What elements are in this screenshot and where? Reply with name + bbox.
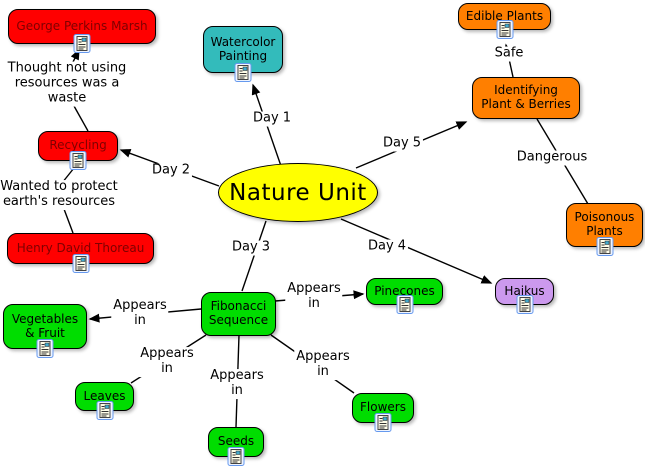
- node-leaves[interactable]: Leaves: [75, 382, 134, 420]
- node-label: Fibonacci Sequence: [208, 299, 269, 327]
- link-label-appears-in-flowers: Appears in: [294, 349, 352, 380]
- note-icon[interactable]: [516, 295, 533, 314]
- link-thought-to-recycling: [73, 105, 89, 132]
- node-label: Seeds: [217, 434, 255, 449]
- node-label: Vegetables & Fruit: [11, 311, 79, 340]
- node-label: Identifying Plant & Berries: [481, 83, 571, 111]
- node-label: Edible Plants: [465, 8, 544, 23]
- link-day3-to-fibonacci: [241, 220, 267, 292]
- node-label: George Perkins Marsh: [16, 18, 148, 33]
- link-label-day-3: Day 3: [229, 239, 273, 256]
- link-label-appears-in-leaves: Appears in: [138, 346, 196, 377]
- link-label-day-1: Day 1: [250, 110, 294, 127]
- note-icon[interactable]: [227, 447, 245, 466]
- link-label-day-4: Day 4: [365, 238, 409, 255]
- node-label: Poisonous Plants: [574, 210, 635, 238]
- node-label: Recycling: [49, 138, 107, 153]
- node-nature-unit[interactable]: Nature Unit: [218, 163, 378, 222]
- note-icon[interactable]: [69, 151, 87, 170]
- node-identifying-plant-berries[interactable]: Identifying Plant & Berries: [472, 77, 580, 119]
- link-wanted-to-thoreau: [63, 208, 74, 234]
- note-icon[interactable]: [374, 413, 392, 432]
- node-label: Pinecones: [374, 283, 435, 298]
- link-label-day-5: Day 5: [380, 135, 424, 152]
- node-poisonous-plants[interactable]: Poisonous Plants: [566, 203, 643, 256]
- node-watercolor-painting[interactable]: Watercolor Painting: [203, 26, 283, 82]
- link-label-appears-in-vegetables: Appears in: [111, 298, 169, 329]
- node-label: Nature Unit: [229, 179, 367, 206]
- note-icon[interactable]: [36, 339, 54, 358]
- link-label-appears-in-seeds: Appears in: [208, 368, 266, 399]
- node-flowers[interactable]: Flowers: [352, 393, 414, 432]
- link-label-thought: Thought not using resources was a waste: [5, 60, 129, 107]
- node-label: Watercolor Painting: [210, 34, 276, 63]
- note-icon[interactable]: [72, 254, 89, 273]
- link-label-appears-in-pinecones: Appears in: [285, 281, 343, 312]
- note-icon[interactable]: [96, 401, 113, 420]
- link-label-safe: Safe: [492, 45, 526, 62]
- note-icon[interactable]: [234, 63, 252, 82]
- node-haikus[interactable]: Haikus: [495, 278, 554, 314]
- node-george-perkins-marsh[interactable]: George Perkins Marsh: [8, 9, 156, 53]
- note-icon[interactable]: [73, 34, 91, 53]
- link-label-dangerous: Dangerous: [514, 149, 590, 166]
- node-label: Haikus: [504, 283, 545, 298]
- note-icon[interactable]: [596, 237, 613, 256]
- link-label-wanted: Wanted to protect earth's resources: [0, 179, 120, 210]
- note-icon[interactable]: [396, 295, 413, 314]
- note-icon[interactable]: [496, 20, 513, 39]
- node-henry-david-thoreau[interactable]: Henry David Thoreau: [7, 233, 154, 273]
- node-fibonacci-sequence[interactable]: Fibonacci Sequence: [201, 292, 276, 336]
- node-label: Leaves: [83, 388, 126, 403]
- node-pinecones[interactable]: Pinecones: [366, 278, 443, 314]
- node-vegetables-fruit[interactable]: Vegetables & Fruit: [3, 304, 87, 358]
- node-recycling[interactable]: Recycling: [38, 131, 118, 170]
- node-edible-plants[interactable]: Edible Plants: [458, 3, 551, 39]
- link-label-day-2: Day 2: [149, 162, 193, 179]
- node-label: Flowers: [360, 400, 406, 415]
- node-label: Henry David Thoreau: [16, 240, 145, 255]
- node-seeds[interactable]: Seeds: [208, 427, 264, 466]
- link-day4-to-haikus: [340, 218, 493, 284]
